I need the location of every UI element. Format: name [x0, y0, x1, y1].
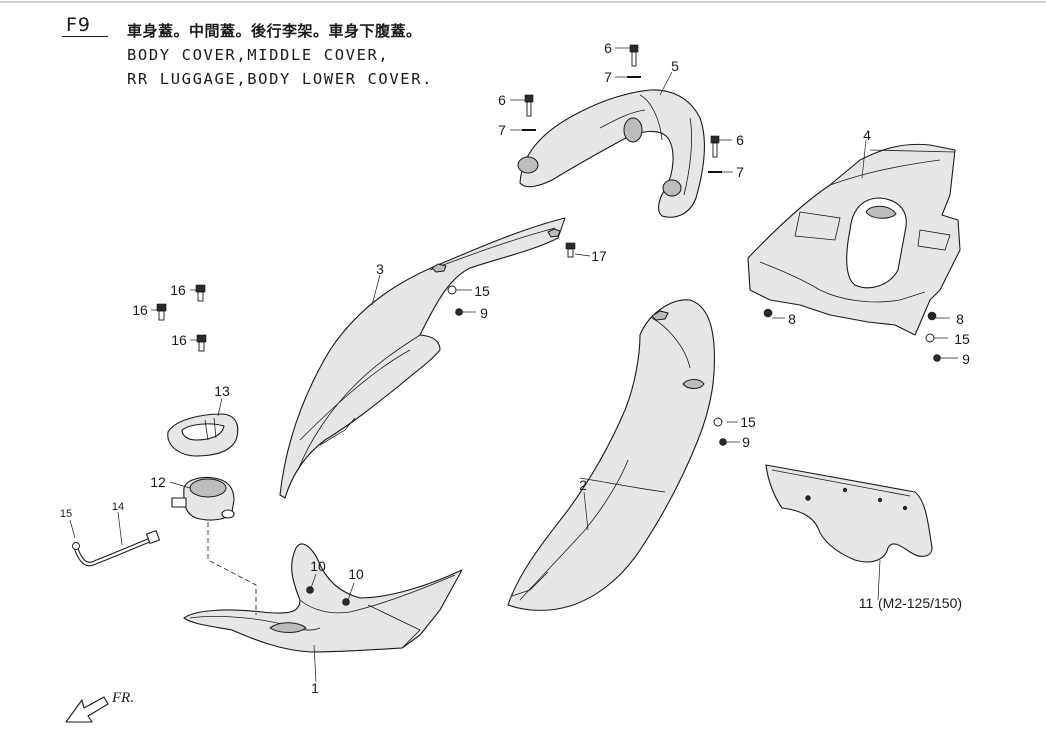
front-marker-label: FR.: [111, 690, 134, 706]
callout-15a: 15: [60, 508, 72, 520]
part-14-cable: [72, 530, 160, 567]
part-1-middle-cover: [183, 543, 463, 653]
callout-2: 2: [579, 477, 587, 493]
callout-7a: 7: [604, 69, 612, 85]
callout-7b: 7: [498, 122, 506, 138]
front-direction-arrow-icon: [65, 696, 109, 723]
callout-10b: 10: [348, 566, 364, 582]
callout-3: 3: [376, 261, 384, 277]
figure-code: F9: [66, 14, 92, 36]
model-note: (M2-125/150): [878, 595, 962, 611]
callout-9c: 9: [962, 351, 970, 367]
callout-11: 11: [859, 595, 874, 611]
figure-code-underline: [62, 36, 108, 37]
callout-15d: 15: [954, 331, 970, 347]
title-chinese: 車身蓋。中間蓋。後行李架。車身下腹蓋。: [127, 22, 422, 40]
callout-10a: 10: [310, 558, 326, 574]
title-english-line-1: BODY COVER,MIDDLE COVER,: [127, 46, 390, 64]
callout-16c: 16: [171, 332, 187, 348]
callout-8b: 8: [956, 311, 964, 327]
callout-15c: 15: [740, 414, 756, 430]
callout-5: 5: [671, 58, 679, 74]
callout-6a: 6: [604, 40, 612, 56]
callout-4: 4: [863, 127, 871, 143]
part-3-left-body-cover: [279, 217, 566, 499]
title-english-line-2: RR LUGGAGE,BODY LOWER COVER.: [127, 70, 434, 88]
part-2-right-body-cover: [507, 299, 715, 611]
callout-17: 17: [591, 248, 607, 264]
callout-12: 12: [150, 474, 166, 490]
part-11-inner-panel: [765, 464, 933, 563]
washer-hardware: [522, 76, 722, 173]
callout-14: 14: [112, 501, 124, 513]
callout-1: 1: [311, 680, 319, 696]
callout-9b: 9: [742, 434, 750, 450]
callout-16b: 16: [132, 302, 148, 318]
callout-9a: 9: [480, 305, 488, 321]
part-12-component: [171, 476, 235, 521]
part-13-bracket: [167, 413, 239, 457]
callout-6b: 6: [498, 92, 506, 108]
callout-16a: 16: [170, 282, 186, 298]
callout-6c: 6: [736, 132, 744, 148]
dashed-connection-line: [207, 522, 257, 615]
callout-labels: 1 2 3 4 5 6 6 6 7 7 7 8 8 9 9 9 10 10 11…: [60, 40, 970, 696]
part-4-body-lower-cover: [747, 143, 961, 336]
callout-15b: 15: [474, 283, 490, 299]
bolt-hardware: [156, 44, 720, 352]
callout-13: 13: [214, 383, 230, 399]
leader-lines: [69, 47, 958, 683]
part-5-rear-luggage-rack: [517, 89, 705, 218]
callout-8a: 8: [788, 311, 796, 327]
callout-7c: 7: [736, 164, 744, 180]
